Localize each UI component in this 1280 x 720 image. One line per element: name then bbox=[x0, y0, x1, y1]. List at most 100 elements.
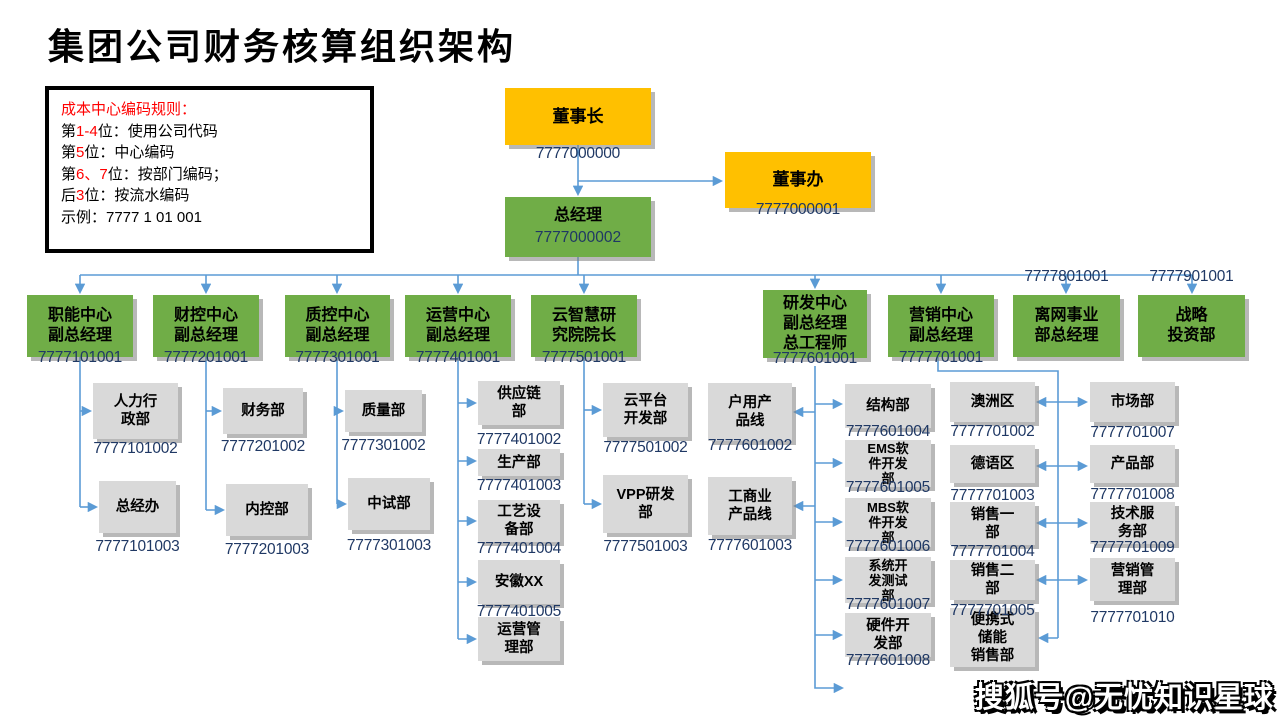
org-node-yunying: 运营中心副总经理 bbox=[405, 295, 511, 357]
org-node-label: 生产部 bbox=[497, 454, 541, 471]
org-node-label: 安徽XX bbox=[494, 574, 544, 590]
org-code-zhanlue: 7777901001 bbox=[1149, 268, 1234, 285]
org-node-label: 营销中心 bbox=[908, 307, 973, 324]
org-node-chairman: 董事长 bbox=[505, 88, 651, 145]
org-code-gongshangye: 7777601003 bbox=[707, 537, 793, 554]
org-node-label: 中试部 bbox=[367, 496, 411, 512]
org-node-zhanlue: 战略投资部 bbox=[1138, 295, 1245, 357]
org-code-shengchan: 7777401003 bbox=[476, 477, 562, 494]
org-node-label: 究院院长 bbox=[551, 327, 616, 344]
org-node-label: 理部 bbox=[1118, 580, 1147, 597]
org-node-board-office: 董事办 bbox=[725, 152, 871, 208]
rule-line: 第1-4位：使用公司代码 bbox=[61, 122, 218, 140]
rule-line: 第6、7位：按部门编码； bbox=[61, 165, 228, 183]
org-node-label: 结构部 bbox=[866, 398, 910, 414]
org-code-shichang: 7777701007 bbox=[1090, 424, 1175, 441]
org-node-label: 销售一 bbox=[970, 506, 1015, 523]
org-node-label: 销售二 bbox=[970, 563, 1015, 579]
connector-line bbox=[937, 357, 1059, 638]
org-node-label: 总工程师 bbox=[782, 335, 847, 352]
org-node-label: 总经办 bbox=[115, 499, 160, 515]
org-node-label: 理部 bbox=[504, 640, 534, 656]
org-code-zhiliang: 7777301002 bbox=[341, 437, 426, 454]
rule-line: 示例：7777 1 01 001 bbox=[61, 208, 202, 226]
org-node-label: 副总经理 bbox=[173, 327, 238, 344]
org-code-mbs: 7777601006 bbox=[845, 538, 931, 555]
org-node-label: 产品部 bbox=[1110, 456, 1155, 472]
org-node-label: 云智慧研 bbox=[551, 307, 616, 324]
page-title: 集团公司财务核算组织架构 bbox=[48, 26, 517, 67]
org-node-label: 市场部 bbox=[1110, 394, 1155, 410]
org-node-huyong: 户用产品线 bbox=[708, 383, 792, 441]
org-code-deyu: 7777701003 bbox=[950, 487, 1035, 504]
org-code-caiwu: 7777201002 bbox=[220, 438, 306, 455]
org-node-yingxiaoguanli: 营销管理部 bbox=[1090, 558, 1175, 601]
org-code-chanpin: 7777701008 bbox=[1090, 486, 1175, 503]
org-node-label: 副总经理 bbox=[47, 327, 112, 344]
org-node-caikong: 财控中心副总经理 bbox=[153, 295, 259, 357]
org-node-label: 部 bbox=[638, 505, 653, 521]
org-node-label: 部 bbox=[511, 404, 527, 420]
org-code-vpp: 7777501003 bbox=[603, 538, 688, 555]
org-code-yunying: 7777401001 bbox=[415, 349, 501, 366]
org-node-label: 质控中心 bbox=[305, 307, 370, 324]
org-code-caikong: 7777201001 bbox=[163, 349, 249, 366]
org-node-label: 储能 bbox=[978, 629, 1007, 646]
org-node-yanfa: 研发中心副总经理总工程师 bbox=[763, 290, 867, 358]
org-code-jiegou: 7777601004 bbox=[845, 423, 931, 440]
watermark: 搜狐号@无忧知识星球 bbox=[974, 682, 1274, 714]
org-node-vpp: VPP研发部 bbox=[603, 475, 688, 533]
org-node-label: 副总经理 bbox=[908, 327, 973, 344]
org-node-label: 部 bbox=[985, 524, 1000, 541]
org-node-label: 件开发 bbox=[868, 456, 908, 471]
org-node-label: 运营中心 bbox=[425, 307, 490, 324]
org-node-label: 部 bbox=[881, 530, 895, 545]
org-code-anhui: 7777401005 bbox=[476, 603, 562, 620]
org-node-label: 硬件开 bbox=[866, 618, 910, 634]
org-code-chairman: 7777000000 bbox=[535, 145, 621, 162]
org-node-label: 内控部 bbox=[245, 502, 289, 518]
org-code-aozhou: 7777701002 bbox=[950, 423, 1035, 440]
org-node-deyu: 德语区 bbox=[950, 445, 1035, 483]
org-node-label: 德语区 bbox=[970, 456, 1015, 472]
org-node-jiegou: 结构部 bbox=[845, 384, 931, 428]
org-node-zhongshi: 中试部 bbox=[348, 478, 430, 530]
org-node-label: 务部 bbox=[1118, 524, 1147, 540]
org-node-xiaoshou1: 销售一部 bbox=[950, 502, 1035, 545]
connector-line bbox=[814, 366, 845, 694]
org-code-xitong: 7777601007 bbox=[845, 596, 931, 613]
org-node-bianxieshi: 便携式储能销售部 bbox=[950, 608, 1035, 667]
org-code-gongyishebei: 7777401004 bbox=[476, 540, 562, 557]
org-node-label: MBS软 bbox=[867, 500, 909, 515]
org-node-caiwu: 财务部 bbox=[223, 388, 303, 434]
org-node-label: 董事办 bbox=[772, 170, 824, 189]
org-node-label: 职能中心 bbox=[47, 307, 112, 324]
org-node-zongjingban: 总经办 bbox=[99, 481, 176, 533]
org-node-gongyishebei: 工艺设备部 bbox=[478, 500, 560, 542]
org-code-yingjian: 7777601008 bbox=[845, 652, 931, 669]
org-node-zhiliang: 质量部 bbox=[345, 390, 422, 432]
org-node-yunpingtai: 云平台开发部 bbox=[603, 383, 688, 437]
org-node-label: 工商业 bbox=[728, 489, 772, 505]
org-node-neikong: 内控部 bbox=[226, 484, 308, 536]
org-node-liwang: 离网事业部总经理 bbox=[1013, 295, 1120, 357]
org-node-yunzhihui: 云智慧研究院院长 bbox=[531, 295, 637, 357]
org-code-zhineng: 7777101001 bbox=[37, 349, 123, 366]
org-code-liwang: 7777801001 bbox=[1024, 268, 1109, 285]
org-code-zongjingban: 7777101003 bbox=[95, 538, 180, 555]
org-node-label: 澳洲区 bbox=[970, 394, 1015, 410]
org-node-label: 开发部 bbox=[623, 411, 668, 427]
org-node-label: 财务部 bbox=[241, 403, 285, 419]
org-node-label: 供应链 bbox=[497, 386, 541, 402]
org-code-yunzhihui: 7777501001 bbox=[541, 349, 627, 366]
org-code-huyong: 7777601002 bbox=[707, 437, 793, 454]
org-node-label: 技术服 bbox=[1110, 506, 1155, 522]
org-code-yingxiao-center: 7777701001 bbox=[898, 349, 984, 366]
org-node-label: 副总经理 bbox=[425, 327, 490, 344]
org-code-neikong: 7777201003 bbox=[224, 541, 310, 558]
org-node-jishufuwu: 技术服务部 bbox=[1090, 502, 1175, 544]
rule-line: 第5位：中心编码 bbox=[61, 144, 175, 161]
org-node-label: 系统开 bbox=[868, 557, 908, 573]
org-node-zhikong: 质控中心副总经理 bbox=[285, 295, 390, 357]
